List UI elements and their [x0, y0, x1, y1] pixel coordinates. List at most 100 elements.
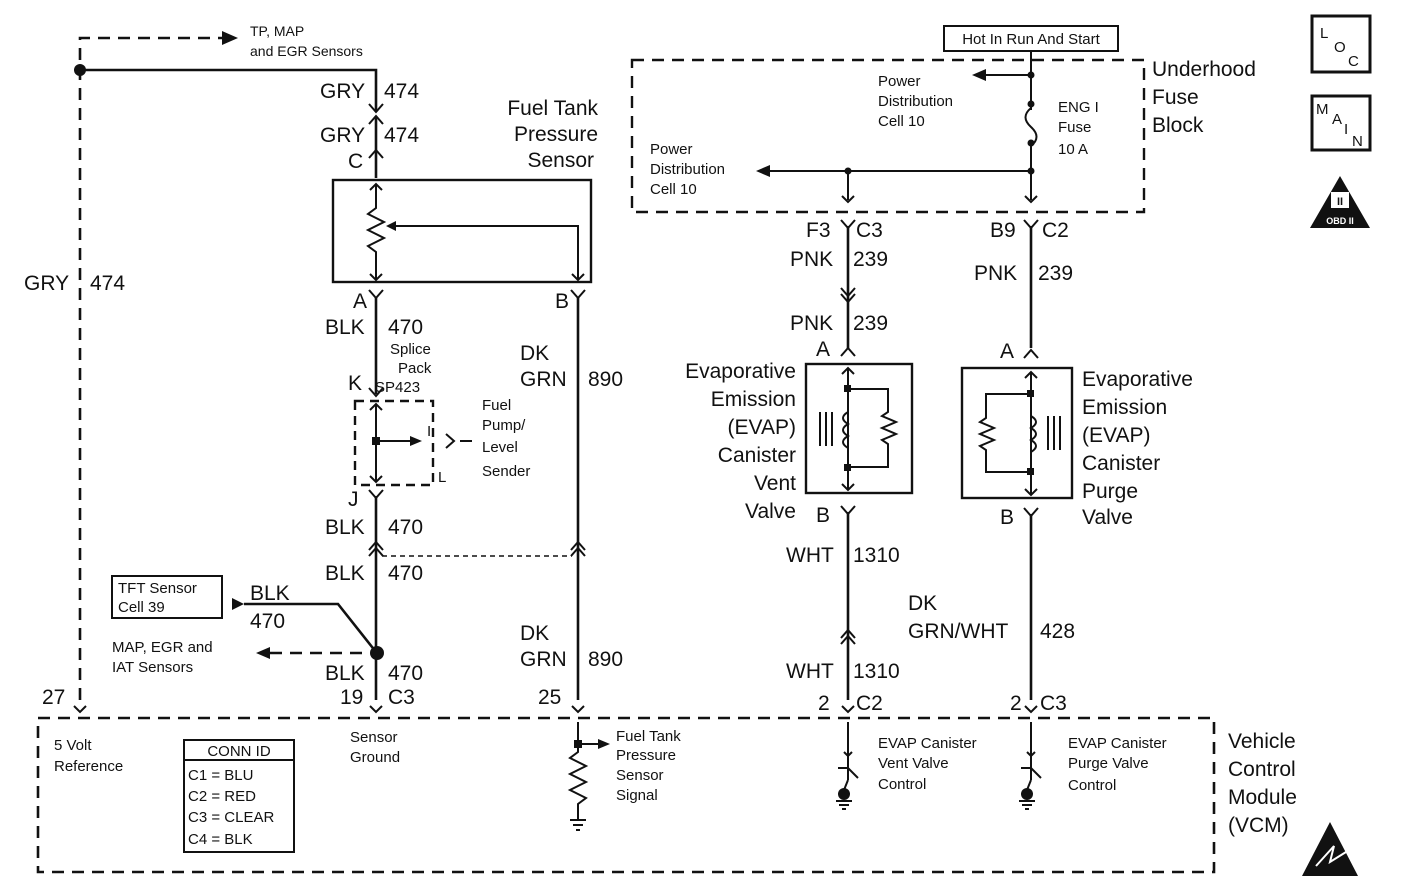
arrow-icon [841, 366, 855, 492]
fuel-pump-line4: Sender [482, 463, 530, 480]
num-1310-label-1: 1310 [853, 544, 900, 567]
evap-purge-valve-box [960, 366, 1074, 500]
vcm-line1: Vehicle [1228, 730, 1296, 753]
reference-dashed-wire [78, 36, 238, 700]
vcm-line3: Module [1228, 786, 1297, 809]
obd-ii-badge [1331, 192, 1349, 208]
num-890-label-1: 890 [588, 368, 623, 391]
fuel-tank-label-3: Sensor [527, 149, 594, 172]
gry-label-2: GRY [320, 124, 365, 147]
blk-label-1: BLK [325, 316, 365, 339]
loc-icon [1310, 14, 1372, 74]
num-474-label-left: 474 [90, 272, 125, 295]
splice-node [844, 464, 851, 471]
vcm-ftps-line1: Fuel Tank [616, 728, 681, 745]
vcm-terminal-icon [73, 705, 1038, 714]
wht-label-1: WHT [786, 544, 834, 567]
vcm-5v-line2: Reference [54, 758, 123, 775]
arrow-icon [232, 598, 244, 610]
ground-icon [570, 819, 586, 831]
ground-dot [1021, 788, 1033, 800]
pin-b9-label: B9 [990, 219, 1016, 242]
pin-a-vent-label: A [816, 338, 830, 361]
resistor-icon [977, 393, 1027, 473]
vent-line2: Emission [711, 388, 796, 411]
tft-sensor-ref-box [111, 575, 223, 619]
pdc-top-line3: Cell 10 [878, 113, 925, 130]
pnk-label-3: PNK [974, 262, 1017, 285]
driver-transistor-icon [838, 722, 859, 791]
wiper-wire [390, 225, 579, 280]
obd-ii-roman: II [1337, 196, 1343, 208]
dk-label-2: DK [520, 622, 549, 645]
vcm-ground-line1: Sensor [350, 729, 398, 746]
fuse-line1: ENG I [1058, 99, 1099, 116]
main-icon-n: N [1352, 133, 1363, 150]
resistor-icon [851, 388, 899, 468]
num-470-label-3: 470 [388, 562, 423, 585]
vcm-purge-line3: Control [1068, 777, 1116, 794]
coil-icon [842, 411, 850, 449]
pin-c3-purge-label: C3 [1040, 692, 1067, 715]
purge-line4: Canister [1082, 452, 1160, 475]
pin-2-vent-label: 2 [818, 692, 830, 715]
vcm-ftps-line4: Signal [616, 787, 658, 804]
conn-id-row: C4 = BLK [188, 831, 253, 848]
conn-id-title: CONN ID [207, 743, 271, 760]
fuse-terminal-dot [1027, 139, 1035, 147]
conn-id-row: C1 = BLU [188, 767, 253, 784]
loc-icon-l: L [1320, 25, 1328, 42]
ground-dot [838, 788, 850, 800]
grn-label-2: GRN [520, 648, 567, 671]
core-icon [1047, 416, 1061, 450]
dk-label-3: DK [908, 592, 937, 615]
num-239-label-3: 239 [1038, 262, 1073, 285]
potentiometer-icon [365, 184, 387, 280]
ground-icon [836, 800, 852, 810]
fuel-tank-label-1: Fuel Tank [507, 97, 598, 120]
pin-c3-label-left: C3 [388, 686, 415, 709]
evap-vent-valve-box [804, 362, 914, 495]
pin-b-purge-label: B [1000, 506, 1014, 529]
arrow-icon [256, 647, 270, 659]
num-470-label-4: 470 [388, 662, 423, 685]
vent-line3: (EVAP) [728, 416, 796, 439]
pdc-left-line3: Cell 10 [650, 181, 697, 198]
conn-id-row: C2 = RED [188, 788, 256, 805]
vcm-vent-line2: Vent Valve [878, 755, 949, 772]
arrow-icon [972, 69, 986, 81]
top-ref-line2: and EGR Sensors [250, 43, 363, 59]
core-icon [819, 412, 833, 446]
arrow-icon [841, 195, 1038, 204]
num-470-label-2: 470 [388, 516, 423, 539]
pin-b-vent-label: B [816, 504, 830, 527]
main-icon-m: M [1316, 101, 1329, 118]
num-890-label-2: 890 [588, 648, 623, 671]
num-474-label-1: 474 [384, 80, 419, 103]
gry-label-1: GRY [320, 80, 365, 103]
num-1310-label-2: 1310 [853, 660, 900, 683]
pin-i-label: I [427, 423, 431, 440]
arrow-icon [1026, 751, 1036, 758]
arrow-icon [410, 436, 422, 446]
arrow-icon [222, 31, 238, 45]
connector-icon [840, 628, 856, 645]
hot-in-run-label: Hot In Run And Start [962, 31, 1100, 48]
fuel-pump-line3: Level [482, 439, 518, 456]
ground-splice-dot [370, 646, 384, 660]
splice-node [1027, 390, 1034, 397]
dk-label-1: DK [520, 342, 549, 365]
driver-transistor-icon [1021, 722, 1042, 791]
num-428-label: 428 [1040, 620, 1075, 643]
splice-line3: SP423 [375, 379, 420, 396]
obd-ii-label: OBD II [1326, 216, 1354, 226]
fuse-icon [1024, 107, 1038, 147]
wiper-arrow-icon [386, 221, 396, 231]
blk-label-2: BLK [325, 516, 365, 539]
purge-line3: (EVAP) [1082, 424, 1150, 447]
splice-dot [1027, 167, 1035, 175]
grn-label-1: GRN [520, 368, 567, 391]
esd-hand-icon [1315, 845, 1347, 867]
connector-icon [368, 387, 384, 398]
pin-25-label: 25 [538, 686, 561, 709]
